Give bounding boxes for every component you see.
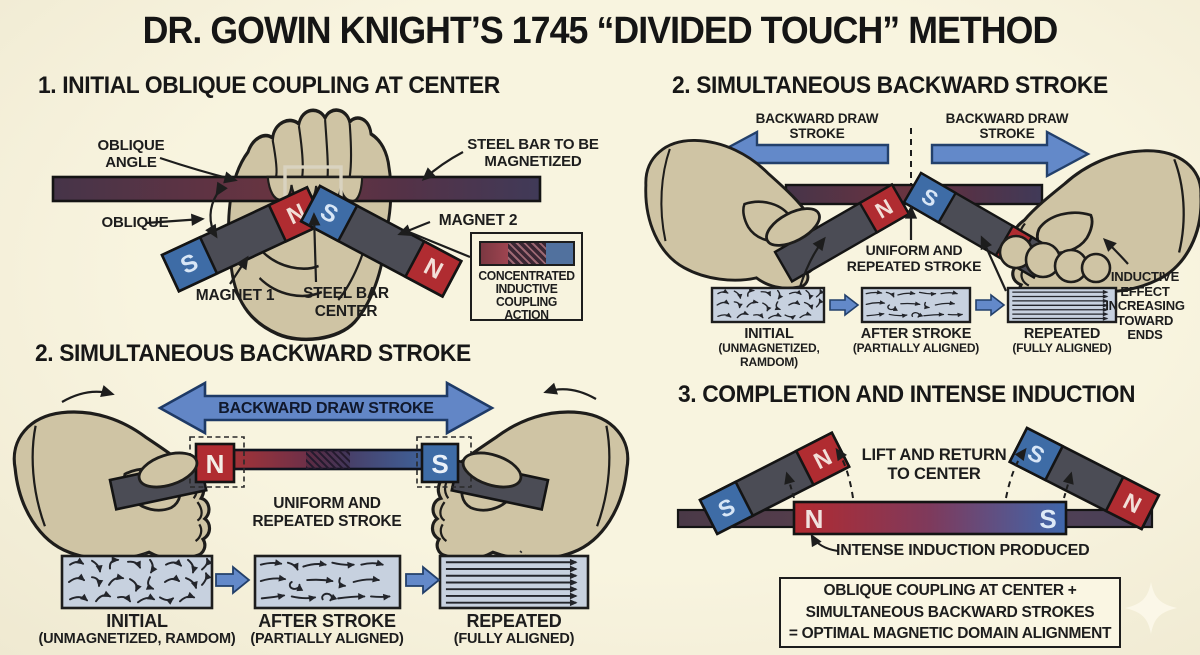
after-box-leader — [980, 235, 1008, 292]
domain2-top-sub: (PARTIALLY ALIGNED) — [852, 341, 980, 355]
lift-dashed-left-inner — [835, 447, 854, 499]
sparkle-icon — [1125, 582, 1177, 634]
domain1-bottom-name: INITIAL — [106, 611, 168, 631]
magnet1-arrow — [229, 255, 249, 285]
section3-heading: 3. COMPLETION AND INTENSE INDUCTION — [678, 381, 1136, 408]
section3-illustration: N S S N S N — [676, 426, 1177, 634]
domain3-top-name: REPEATED — [1023, 326, 1101, 342]
domain2-top-name: AFTER STROKE — [860, 326, 972, 342]
right-thumb-bottom — [461, 451, 523, 489]
double-draw-arrow — [157, 380, 495, 436]
summary-box: OBLIQUE COUPLING AT CENTER + SIMULTANEOU… — [779, 577, 1121, 648]
bar-n-label: N — [805, 504, 824, 534]
domain1-top-name: INITIAL — [744, 326, 794, 342]
legend-box: CONCENTRATED INDUCTIVE COUPLING ACTION — [470, 232, 583, 323]
uniform-bottom-label: UNIFORM AND REPEATED STROKE — [252, 495, 402, 530]
lift-dashed-left-outer — [784, 471, 796, 499]
page-title: DR. GOWIN KNIGHT’S 1745 “DIVIDED TOUCH” … — [142, 10, 1059, 52]
domain-boxes-bottom — [60, 554, 590, 610]
domain2-bottom-sub: (PARTIALLY ALIGNED) — [250, 631, 404, 647]
steel-bar-center-arrow — [308, 212, 321, 283]
bar-s-label: S — [1039, 504, 1056, 534]
uniform-top-label: UNIFORM AND REPEATED STROKE — [846, 242, 982, 274]
legend-swatch — [478, 241, 575, 266]
step-arrow-1-top — [829, 293, 860, 317]
right-finger-curls — [998, 234, 1112, 284]
legend-swatch-blue — [545, 243, 573, 264]
oblique-angle-arrow — [159, 156, 238, 184]
magnet1-label: MAGNET 1 — [195, 287, 275, 304]
magnet2-arrow — [397, 220, 431, 237]
magnet2-label: MAGNET 2 — [438, 212, 518, 229]
right-motion-arrow — [543, 382, 597, 400]
oblique-label: OBLIQUE — [101, 214, 169, 231]
domain-boxes-top — [710, 286, 1118, 324]
backward-arrow-right — [930, 129, 1091, 179]
draw-stroke-label: BACKWARD DRAW STROKE — [218, 400, 434, 417]
lift-return-label: LIFT AND RETURN TO CENTER — [861, 446, 1007, 483]
lifted-magnet-left: S N — [698, 431, 851, 536]
legend-swatch-red — [480, 243, 508, 264]
lifted-magnet-right: S N — [1007, 426, 1161, 531]
inductive-effect-label: INDUCTIVE EFFECT INCREASING TOWARD ENDS — [1105, 269, 1185, 343]
domain3-bottom-sub: (FULLY ALIGNED) — [453, 631, 575, 647]
oblique-angle-label: OBLIQUE ANGLE — [97, 137, 165, 172]
left-motion-arrow — [61, 385, 115, 403]
section2-top-heading: 2. SIMULTANEOUS BACKWARD STROKE — [672, 72, 1108, 99]
n-pole-cube — [194, 442, 236, 484]
s-pole-cube — [420, 442, 460, 484]
inductive-effect-arrow — [1102, 237, 1129, 265]
domain3-bottom-name: REPEATED — [466, 611, 562, 631]
section1-illustration: S N S N — [51, 108, 542, 342]
legend-text: CONCENTRATED INDUCTIVE COUPLING ACTION — [478, 269, 575, 323]
steel-bar-label: STEEL BAR TO BE MAGNETIZED — [467, 136, 599, 171]
lift-dashed-right-inner — [1005, 447, 1027, 499]
legend-swatch-hatch — [507, 243, 546, 264]
intense-induction-label: INTENSE INDUCTION PRODUCED — [836, 542, 1090, 559]
legend-leader-line — [403, 228, 471, 259]
cube-n-label: N — [206, 449, 225, 479]
cube-s-label: S — [431, 449, 448, 479]
domain3-top-sub: (FULLY ALIGNED) — [1012, 341, 1112, 355]
section2-top-illustration: N S — [632, 128, 1200, 324]
domain1-top-sub: (UNMAGNETIZED, RAMDOM) — [718, 341, 820, 369]
backward-left-label: BACKWARD DRAW STROKE — [755, 111, 879, 142]
left-thumb-bottom — [137, 451, 199, 489]
magnet-1: S N — [160, 185, 326, 293]
section2-bottom-heading: 2. SIMULTANEOUS BACKWARD STROKE — [35, 340, 471, 367]
intense-leader-arrow — [810, 533, 839, 552]
left-thumb-over-magnet — [765, 207, 821, 247]
steel-bar-center-label: STEEL BAR CENTER — [303, 285, 389, 320]
domain2-bottom-name: AFTER STROKE — [258, 611, 396, 631]
oblique-arrow — [145, 213, 205, 226]
section2-bottom-illustration: N S — [12, 380, 630, 610]
domain1-bottom-sub: (UNMAGNETIZED, RAMDOM) — [38, 631, 236, 647]
step-arrow-2-bottom — [405, 565, 441, 595]
lift-dashed-right-outer — [1062, 471, 1074, 499]
step-arrow-1-bottom — [215, 565, 251, 595]
section1-heading: 1. INITIAL OBLIQUE COUPLING AT CENTER — [38, 72, 500, 99]
steel-bar-arrow — [421, 151, 464, 181]
left-stroke-magnet: N — [773, 182, 911, 284]
initial-box-leader — [798, 236, 826, 288]
step-arrow-2-top — [975, 293, 1006, 317]
bar-hatch-zone — [306, 450, 350, 469]
backward-right-label: BACKWARD DRAW STROKE — [945, 111, 1069, 142]
angle-arc-arrow — [205, 181, 228, 239]
magnetized-bar — [792, 500, 1068, 536]
